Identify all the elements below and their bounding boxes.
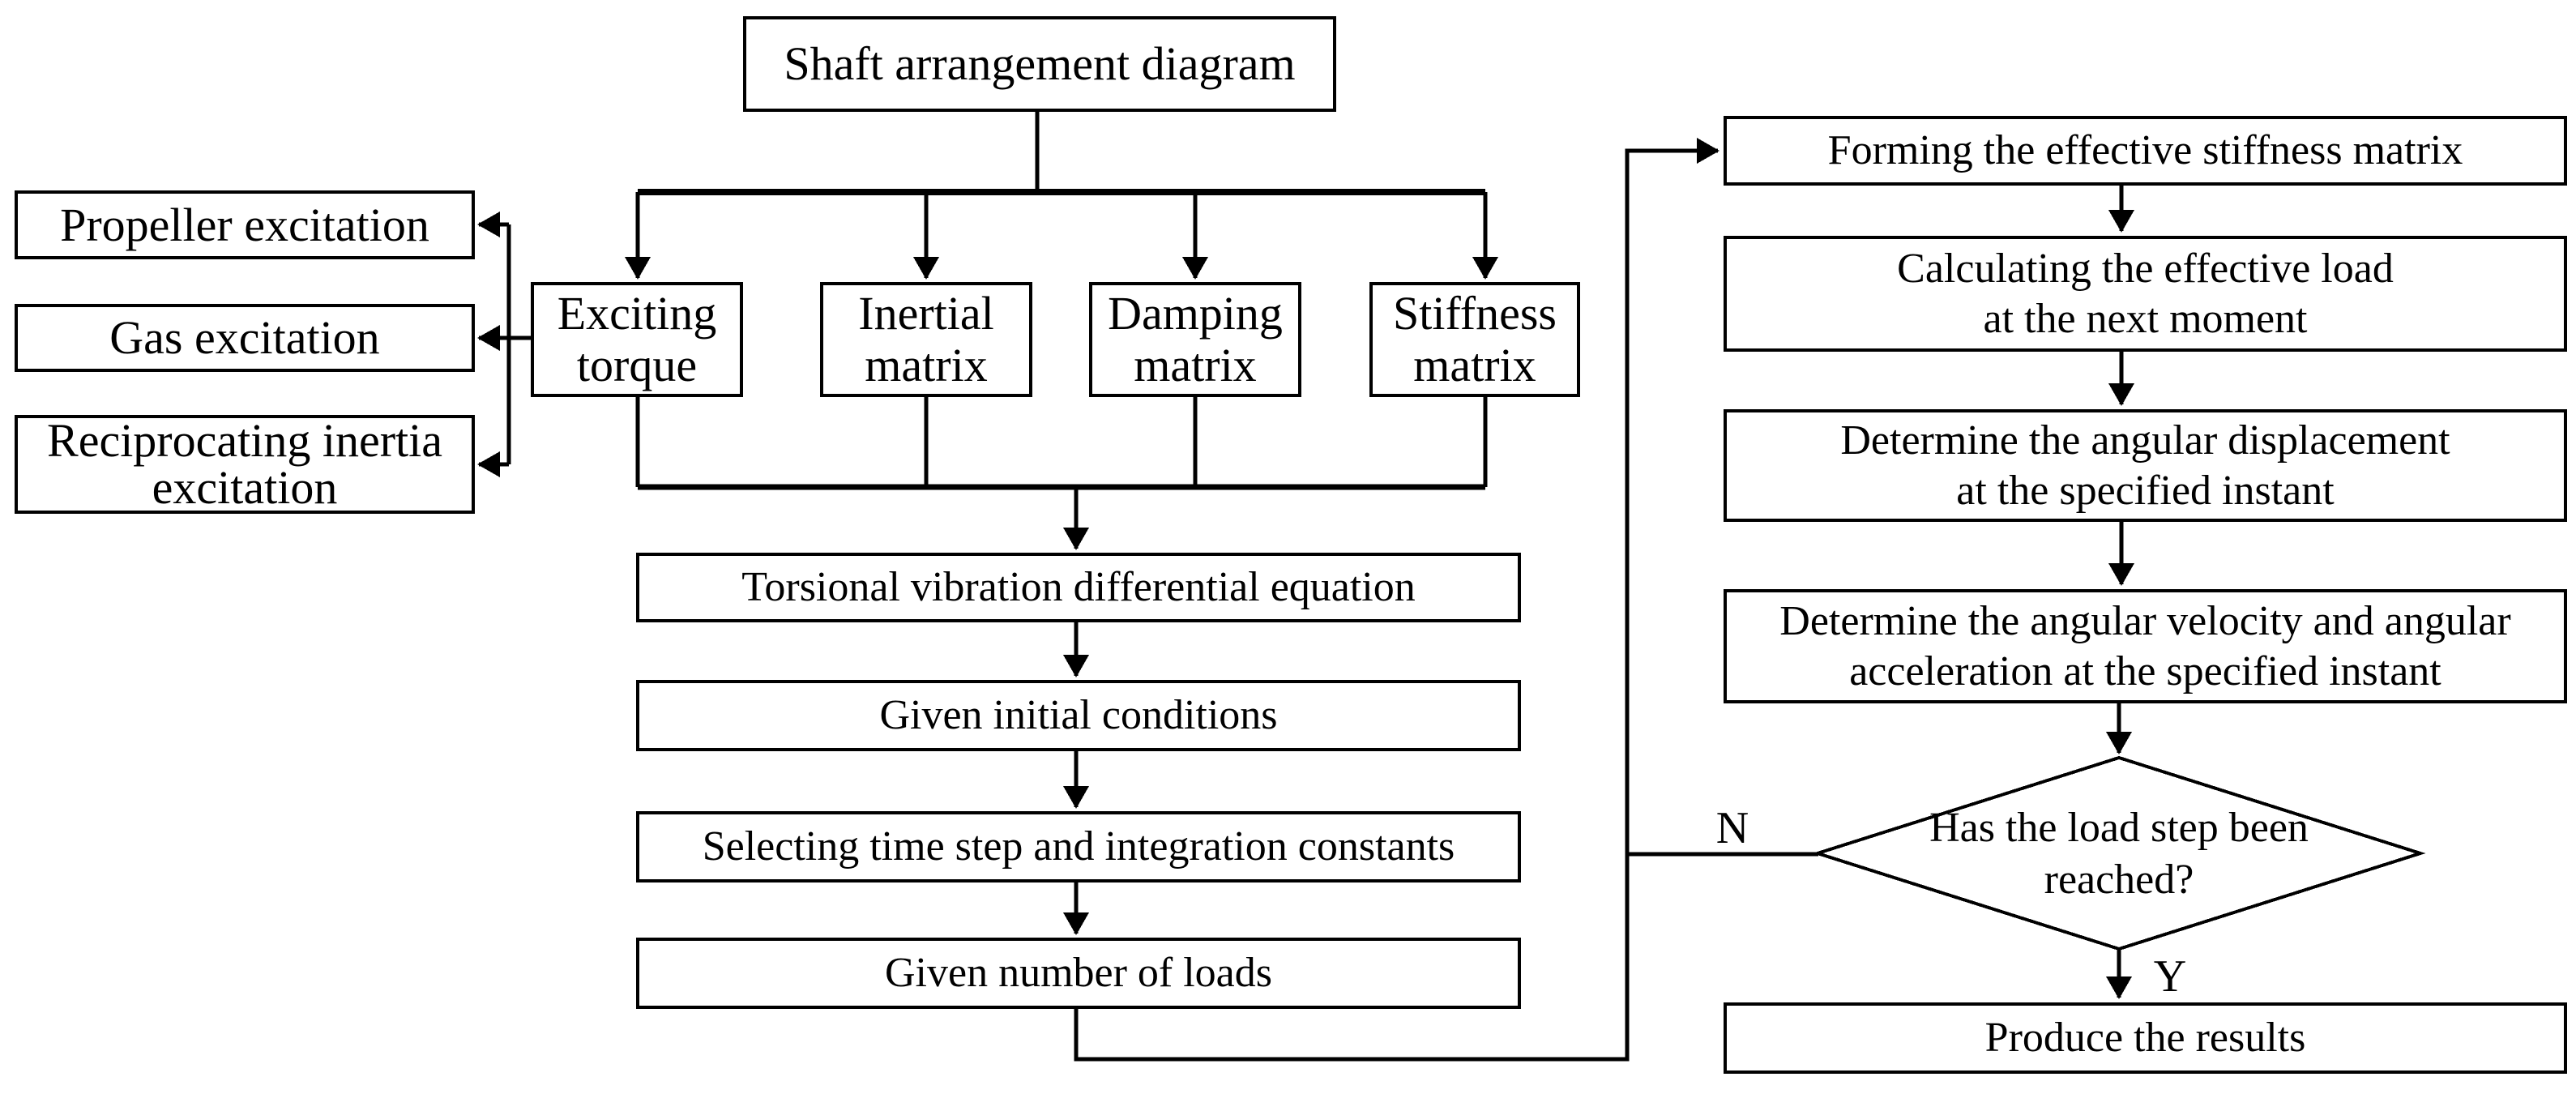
decision-load-step-label: Has the load step been reached? [1929, 805, 2309, 903]
branch-label-no: N [1715, 803, 1749, 853]
node-reciprocating-inertia-excitation: Reciprocating inertia excitation [15, 415, 475, 514]
decision-diamond-shape [1812, 755, 2426, 951]
node-shaft-arrangement: Shaft arrangement diagram [743, 16, 1336, 112]
node-time-step: Selecting time step and integration cons… [636, 811, 1521, 882]
node-gas-excitation: Gas excitation [15, 304, 475, 372]
node-damping-matrix: Damping matrix [1089, 282, 1301, 397]
node-angular-displacement: Determine the angular displacement at th… [1724, 409, 2567, 522]
branch-label-yes: Y [2153, 951, 2187, 1002]
node-angular-velocity: Determine the angular velocity and angul… [1724, 589, 2567, 703]
node-inertial-matrix: Inertial matrix [820, 282, 1032, 397]
node-initial-conditions: Given initial conditions [636, 680, 1521, 751]
node-propeller-excitation: Propeller excitation [15, 190, 475, 259]
node-exciting-torque: Exciting torque [531, 282, 743, 397]
node-stiffness-matrix: Stiffness matrix [1369, 282, 1580, 397]
edge-loads-to-forming [1074, 138, 1719, 1062]
node-torsional-equation: Torsional vibration differential equatio… [636, 553, 1521, 622]
node-effective-load: Calculating the effective load at the ne… [1724, 236, 2567, 352]
node-produce-results: Produce the results [1724, 1002, 2567, 1074]
node-number-of-loads: Given number of loads [636, 938, 1521, 1009]
node-forming-stiffness-matrix: Forming the effective stiffness matrix [1724, 116, 2567, 186]
